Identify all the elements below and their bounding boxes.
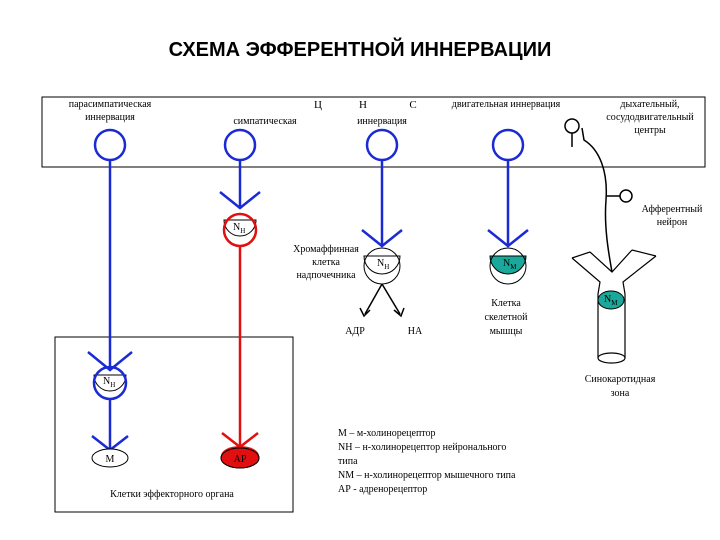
chromaffin-label-3: надпочечника [296, 270, 356, 281]
parasympathetic-label-1: парасимпатическая [69, 99, 152, 110]
adr-arrow [364, 283, 383, 315]
na-label: НА [408, 326, 423, 337]
chromaffin-nn-label: NН [377, 258, 389, 271]
carotid-trunk-opening [597, 352, 626, 364]
cns-letter-c: Ц [314, 99, 322, 111]
legend-nm: NМ – н-холинорецептор мышечного типа [338, 470, 516, 481]
motor-innervation-label: двигательная иннервация [452, 99, 561, 110]
adrenal-synapse-terminal [361, 229, 403, 248]
sympathetic-nn-label: NН [233, 222, 245, 235]
m-receptor-label: М [106, 454, 115, 465]
afferent-neuron-soma [619, 189, 633, 203]
diagram-title: СХЕМА ЭФФЕРЕНТНОЙ ИННЕРВАЦИИ [169, 37, 552, 61]
sympathetic-synapse-terminal [219, 191, 261, 210]
carotid-trunk [597, 294, 626, 358]
ar-receptor-label: АР [234, 454, 247, 465]
afferent-label-2: нейрон [657, 217, 688, 228]
center-neuron-soma [564, 118, 580, 134]
centers-label-2: сосудодвигательный [606, 112, 694, 123]
na-arrow [381, 283, 401, 315]
effector-organ-label: Клетки эффекторного органа [110, 489, 234, 500]
innervation-label: иннервация [357, 116, 407, 127]
ar-receptor-fill [220, 447, 260, 469]
afferent-label-1: Афферентный [642, 204, 703, 215]
sinocarotid-label-2: зона [611, 388, 630, 399]
parasympathetic-preganglionic-soma [93, 128, 127, 162]
skeletal-label-1: Клетка [491, 298, 521, 309]
adr-label: АДР [345, 326, 365, 337]
adrenal-preganglionic-soma [365, 128, 399, 162]
sinocarotid-nm-receptor [597, 290, 625, 310]
parasympathetic-label-2: иннервация [85, 112, 135, 123]
sympathetic-preganglionic-soma [223, 128, 257, 162]
legend-m: М – м-холинорецептор [338, 428, 436, 439]
parasympathetic-synapse-terminal [87, 351, 133, 372]
afferent-fiber [581, 127, 613, 273]
carotid-inner-edge [589, 249, 633, 273]
adr-arrowhead [359, 307, 371, 318]
legend-nn-cont: типа [338, 456, 358, 467]
centers-label-3: центры [634, 125, 666, 136]
skeletal-label-3: мышцы [490, 326, 523, 337]
m-receptor-cell [91, 448, 129, 468]
effector-organ-box [54, 336, 294, 513]
carotid-openings [571, 249, 657, 259]
sympathetic-label: симпатическая [233, 116, 297, 127]
cns-letter-s: С [409, 99, 416, 111]
centers-label-1: дыхательный, [620, 99, 679, 110]
chromaffin-label-1: Хромаффинная [293, 244, 359, 255]
skeletal-muscle-cell [489, 247, 527, 285]
ganglion-nn-label: NН [103, 376, 115, 389]
legend-nn: NН – н-холинорецептор нейронального [338, 442, 506, 453]
na-arrowhead [393, 307, 405, 318]
skeletal-label-2: скелетной [485, 312, 529, 323]
chromaffin-label-2: клетка [312, 257, 340, 268]
skeletal-nm-label: NМ [503, 258, 517, 271]
cns-box [41, 96, 706, 168]
cns-letter-n: Н [359, 99, 367, 111]
legend-ar: АР - адренорецептор [338, 484, 427, 495]
carotid-upper-branches [571, 255, 657, 295]
motor-neuron-soma [491, 128, 525, 162]
motor-synapse-terminal [487, 229, 529, 248]
sinocarotid-nm-label: NМ [604, 294, 618, 307]
sinocarotid-label-1: Синокаротидная [585, 374, 656, 385]
